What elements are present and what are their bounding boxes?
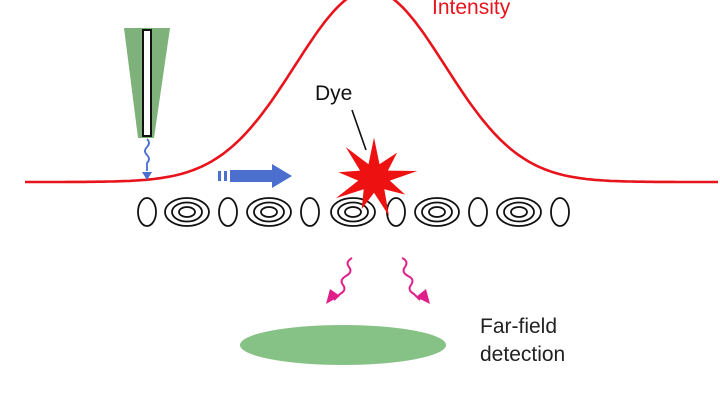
molecule-ellipse xyxy=(218,197,238,227)
arrow-shaft xyxy=(230,170,274,182)
molecule-ring-inner xyxy=(260,206,278,218)
molecule-ring-inner xyxy=(178,206,196,218)
probe-wavy-line xyxy=(144,138,150,171)
molecule-ring-inner xyxy=(510,206,528,218)
arrow-dash xyxy=(218,171,221,181)
emission-arrowhead-left xyxy=(326,289,340,304)
molecule-ring-inner xyxy=(344,206,362,218)
near-field-probe-icon xyxy=(124,28,170,180)
probe-arrowhead xyxy=(142,172,152,180)
molecule-ellipse xyxy=(137,197,157,227)
arrow-head xyxy=(272,164,292,188)
molecule-ellipse xyxy=(386,197,406,227)
emission-arrowhead-right xyxy=(416,289,430,304)
probe-fiber xyxy=(142,29,152,137)
molecule-row xyxy=(137,197,570,227)
molecule-ellipse xyxy=(300,197,320,227)
molecule-ellipse xyxy=(468,197,488,227)
far-field-detection-label: Far-field detection xyxy=(480,313,565,369)
star-burst-icon xyxy=(335,137,418,216)
far-field-detector xyxy=(240,325,446,365)
far-field-label-line1: Far-field xyxy=(480,315,558,338)
molecule-ring-inner xyxy=(428,206,446,218)
dye-pointer-line xyxy=(351,109,367,151)
arrow-right-icon xyxy=(218,164,292,188)
far-field-label-line2: detection xyxy=(480,343,566,366)
emission-wave-right xyxy=(401,257,421,301)
arrow-dash xyxy=(224,171,227,181)
intensity-label: Intensity xyxy=(432,0,511,19)
dye-label: Dye xyxy=(315,82,353,105)
intensity-curve xyxy=(25,0,718,184)
molecule-ellipse xyxy=(550,197,570,227)
emission-wave-left xyxy=(333,257,353,301)
emission-arrows xyxy=(326,257,430,304)
